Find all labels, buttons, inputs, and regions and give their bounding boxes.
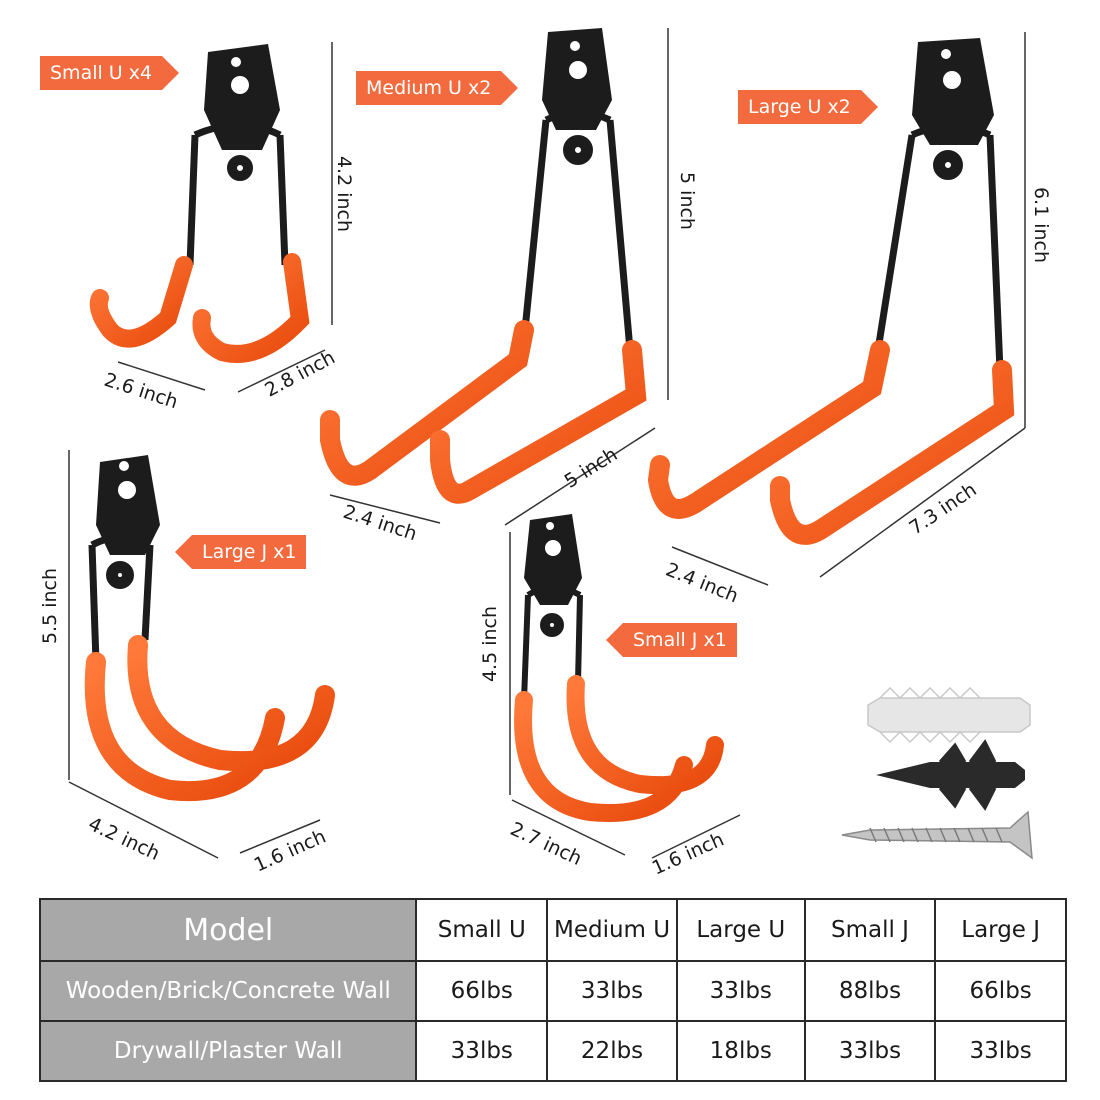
table-header-cell: Small J [803,898,937,962]
large-j-height-label: 5.5 inch [39,567,62,645]
medium-u-height-label: 5 inch [675,172,698,230]
table-header-cell: Large U [675,898,806,962]
small-j-label: Small J x1 [606,623,737,657]
table-cell: 22lbs [546,1020,678,1082]
table-row-label: Drywall/Plaster Wall [38,1020,418,1082]
table-header-model: Model [38,898,418,962]
small-j-hook-illustration [514,514,724,822]
table-row: Drywall/Plaster Wall 33lbs 22lbs 18lbs 3… [38,1020,1067,1082]
table-cell: 88lbs [803,960,937,1022]
wall-anchor-icon [867,686,1031,744]
table-cell: 33lbs [546,960,678,1022]
table-cell: 66lbs [415,960,549,1022]
table-cell: 66lbs [934,960,1067,1022]
medium-u-hook-illustration [320,28,647,504]
table-cell: 33lbs [675,960,806,1022]
small-u-hook-illustration [89,44,310,363]
table-row-label: Wooden/Brick/Concrete Wall [38,960,418,1022]
table-cell: 33lbs [934,1020,1067,1082]
small-u-height-label: 4.2 inch [333,155,356,233]
load-capacity-table: Model Small U Medium U Large U Small J L… [38,898,1067,1082]
large-u-hook-illustration [647,38,1015,545]
table-header-cell: Medium U [546,898,678,962]
screw-icon [841,810,1033,860]
large-u-height-label: 6.1 inch [1030,186,1053,264]
table-header-row: Model Small U Medium U Large U Small J L… [38,898,1067,962]
table-row: Wooden/Brick/Concrete Wall 66lbs 33lbs 3… [38,960,1067,1022]
table-header-cell: Large J [934,898,1067,962]
medium-u-label: Medium U x2 [356,71,519,105]
table-cell: 18lbs [675,1020,806,1082]
table-cell: 33lbs [415,1020,549,1082]
small-j-height-label: 4.5 inch [479,605,502,683]
table-cell: 33lbs [803,1020,937,1082]
drywall-anchor-icon [876,739,1025,811]
large-u-label: Large U x2 [738,90,878,124]
small-u-label: Small U x4 [40,56,180,90]
large-j-label: Large J x1 [174,535,307,569]
large-j-hook-illustration [84,455,335,801]
table-header-cell: Small U [415,898,549,962]
